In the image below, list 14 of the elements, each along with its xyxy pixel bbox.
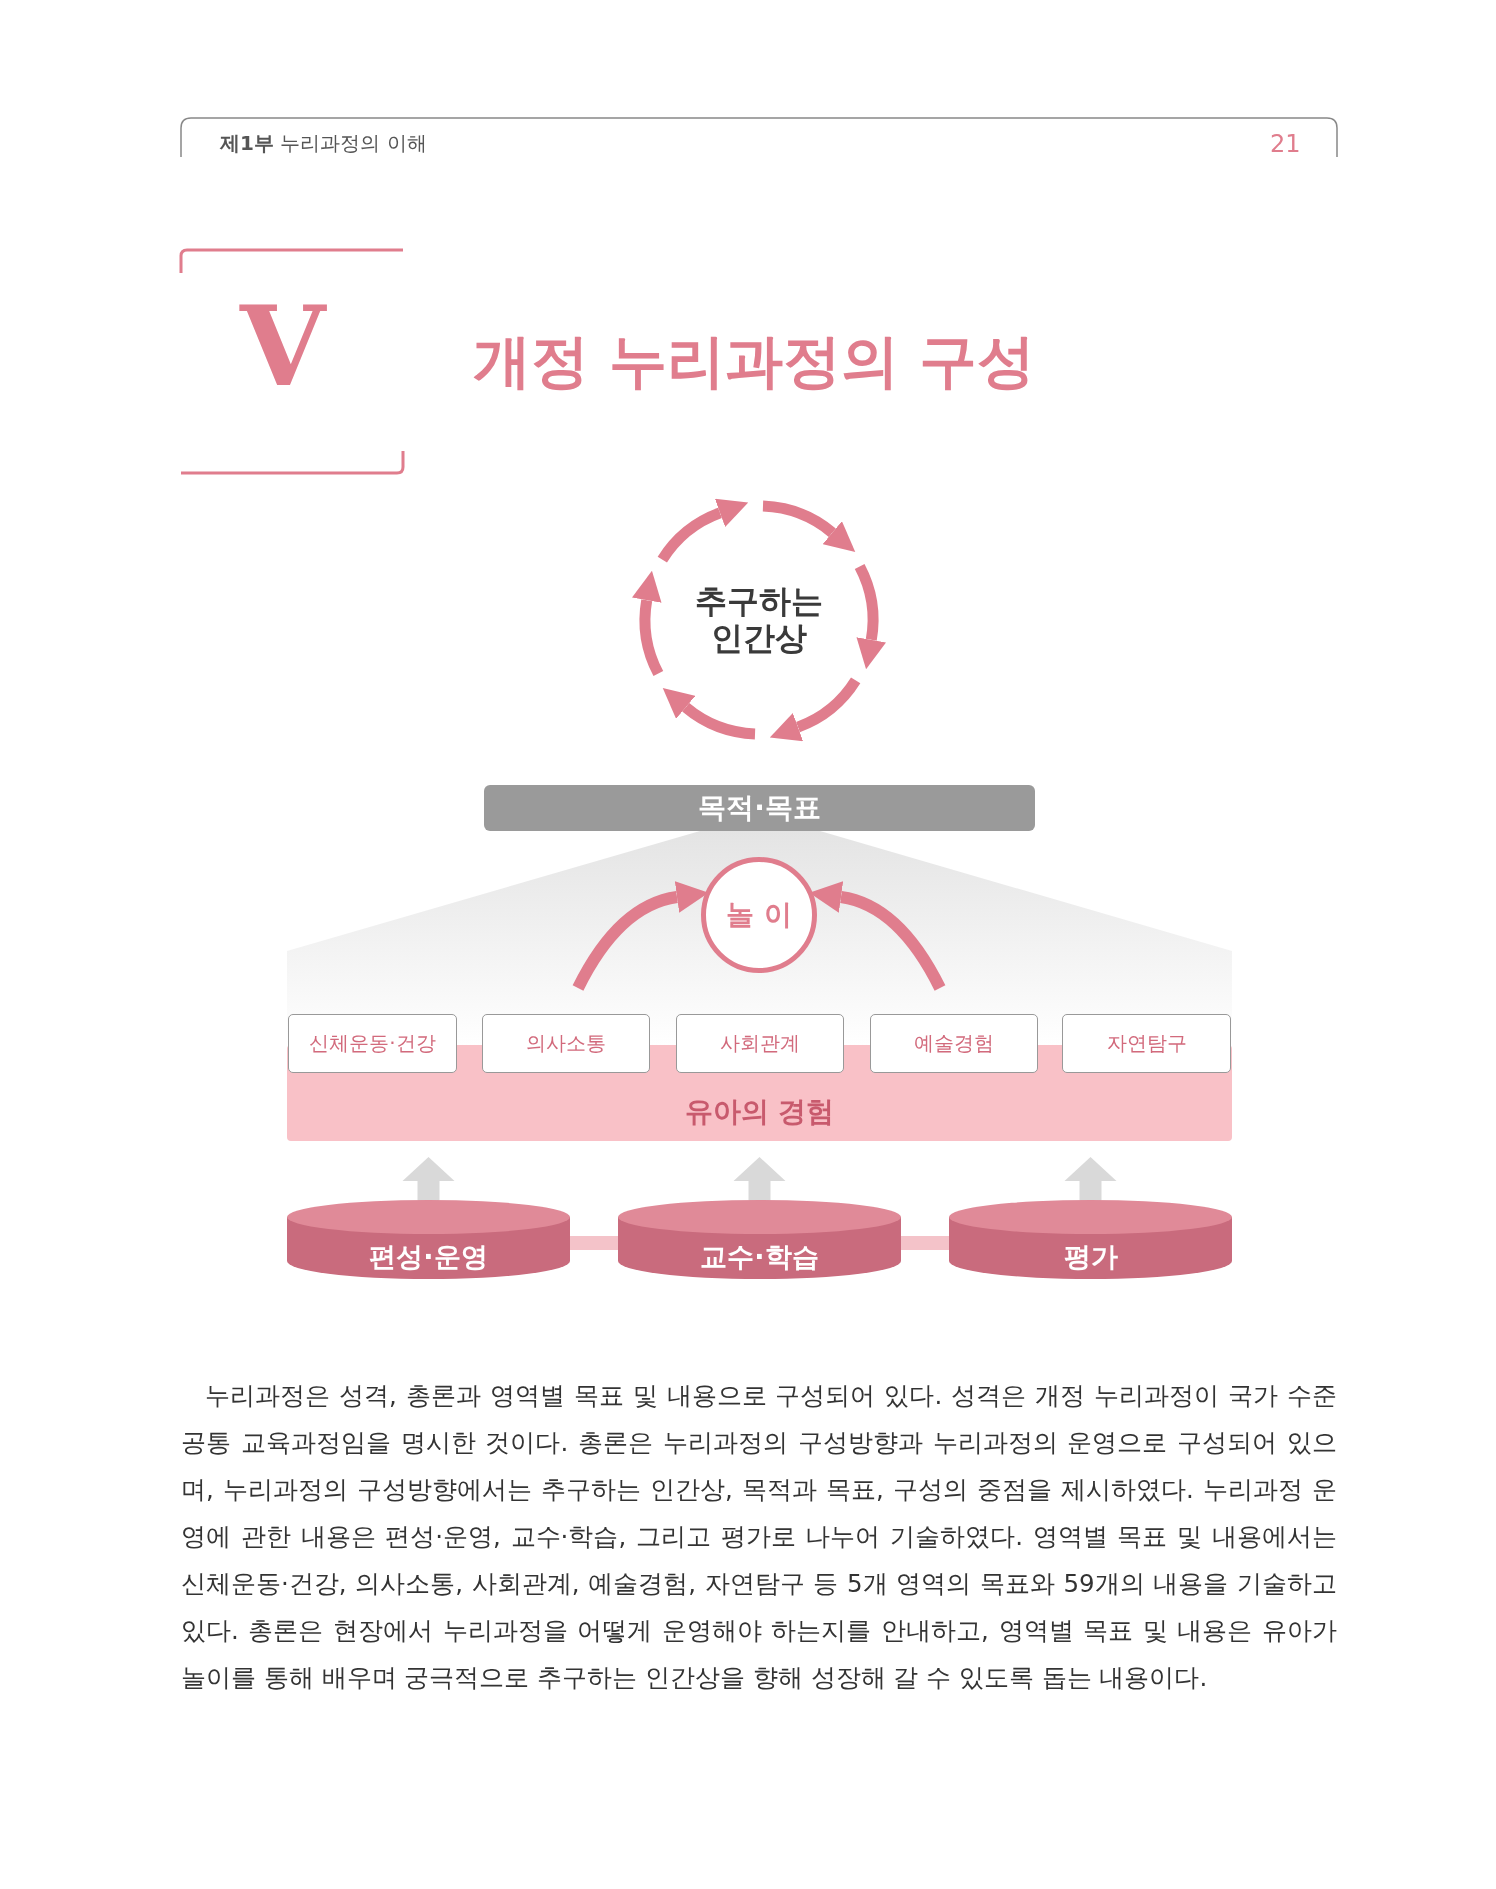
domain-box: 예술경험: [870, 1014, 1038, 1073]
center-text: 추구하는 인간상: [664, 570, 854, 670]
running-header: 제1부 누리과정의 이해: [220, 130, 427, 157]
connector-bar: [570, 1236, 618, 1250]
domain-box: 사회관계: [676, 1014, 844, 1073]
domain-box: 의사소통: [482, 1014, 650, 1073]
domain-box: 자연탐구: [1062, 1014, 1231, 1073]
domain-box: 신체운동·건강: [288, 1014, 457, 1073]
page-number: 21: [1270, 130, 1301, 158]
chapter-numeral: V: [240, 292, 326, 402]
goal-bar: 목적·목표: [484, 785, 1035, 831]
body-paragraph: 누리과정은 성격, 총론과 영역별 목표 및 내용으로 구성되어 있다. 성격은 개정 누리과정이 국가 수준 공통 교육과정임을 명시한 것이다. 총론은 누리과정의 구성방향과 누리과정의 운영으로 구성되어 있으며, 누리과정의 구성방향에서는 추구하는 인간상, 목적과 목표, 구성의 중점을 제시하였다. 누리과정 운영에 관한 내용은 편성·운영, 교수·학습, 그리고 평가로 나누어 기술하였다. 영역별 목표 및 내용에서는 신체운동·건강, 의사소통, 사회관계, 예술경험, 자연탐구 등 5개 영역의 목표와 59개의 내용을 기술하고 있다. 총론은 현장에서 누리과정을 어떻게 운영해야 하는지를 안내하고, 영역별 목표 및 내용은 유아가 놀이를 통해 배우며 궁극적으로 추구하는 인간상을 향해 성장해 갈 수 있도록 돕는 내용이다.: [181, 1380, 1337, 1694]
chapter-title: 개정 누리과정의 구성: [473, 326, 1036, 397]
connector-bar: [901, 1236, 949, 1250]
